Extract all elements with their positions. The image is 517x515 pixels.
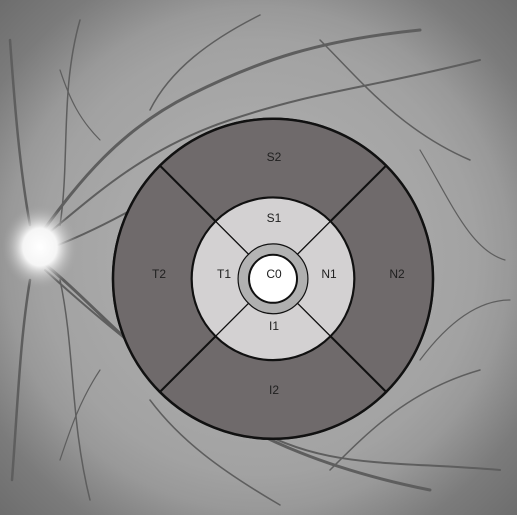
label-i2: I2 [269,383,279,397]
optic-disc [2,205,78,289]
label-t2: T2 [152,267,166,281]
label-n2: N2 [389,267,405,281]
label-c0: C0 [266,267,282,281]
etdrs-grid: S2 N2 I2 T2 S1 N1 I1 T1 C0 [113,119,433,439]
label-i1: I1 [269,319,279,333]
label-s1: S1 [267,211,282,225]
label-t1: T1 [217,267,231,281]
label-n1: N1 [321,267,337,281]
label-s2: S2 [267,150,282,164]
